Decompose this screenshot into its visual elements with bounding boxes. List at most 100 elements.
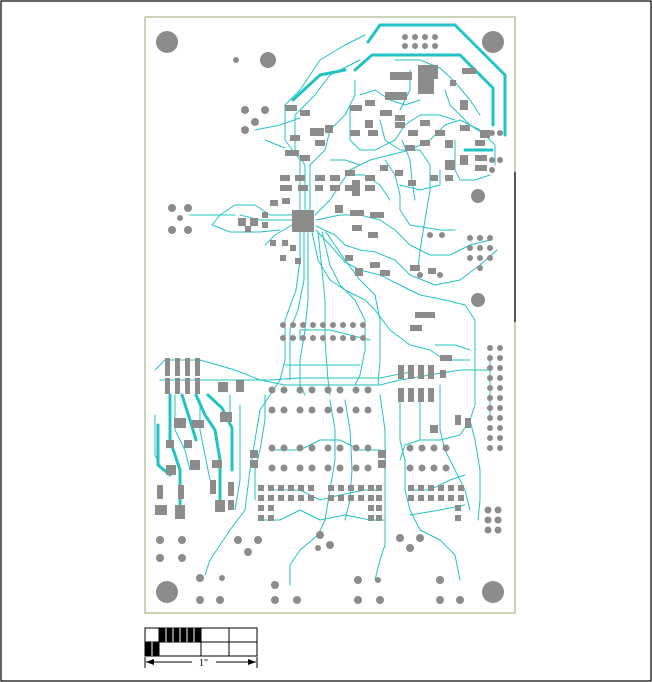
smd-pad xyxy=(258,495,264,501)
smd-pad xyxy=(330,185,340,191)
via-pad xyxy=(300,335,306,341)
smd-pad xyxy=(185,358,190,376)
smd-pad xyxy=(428,388,434,402)
via-pad xyxy=(280,464,288,472)
microcontroller-ic xyxy=(292,210,314,232)
smd-pad xyxy=(258,515,264,521)
smd-pad xyxy=(365,100,375,106)
via-pad xyxy=(412,43,418,49)
via-pad xyxy=(487,425,493,431)
smd-pad xyxy=(365,185,375,191)
via-pad xyxy=(352,386,360,394)
mounting-hole xyxy=(471,189,485,203)
via-pad xyxy=(484,506,492,514)
smd-pad xyxy=(475,140,485,146)
via-pad xyxy=(271,596,279,604)
via-pad xyxy=(296,464,304,472)
via-pad xyxy=(487,255,493,261)
via-pad xyxy=(364,444,372,452)
via-pad xyxy=(489,167,495,173)
scale-bar: 1" xyxy=(144,627,258,669)
smd-pad xyxy=(370,262,380,268)
smd-pad xyxy=(290,245,296,251)
via-pad xyxy=(497,445,503,451)
via-pad xyxy=(340,322,346,328)
smd-pad xyxy=(310,128,324,136)
via-pad xyxy=(477,245,483,251)
smd-pad xyxy=(352,180,360,196)
via-pad xyxy=(156,554,164,562)
via-pad xyxy=(487,445,493,451)
smd-pad xyxy=(376,505,382,511)
via-pad xyxy=(477,265,483,271)
smd-pad xyxy=(315,185,323,191)
via-pad xyxy=(497,130,503,136)
smd-pad xyxy=(335,205,343,213)
smd-pad xyxy=(378,450,386,458)
via-pad xyxy=(354,576,362,584)
via-pad xyxy=(442,464,450,472)
smd-pad xyxy=(395,115,405,121)
via-pad xyxy=(432,43,438,49)
via-pad xyxy=(497,345,503,351)
smd-pad xyxy=(445,140,453,148)
via-pad xyxy=(360,335,366,341)
via-pad xyxy=(268,444,276,452)
smd-pad xyxy=(438,485,444,491)
via-pad xyxy=(177,215,183,221)
smd-pad xyxy=(278,485,284,491)
smd-pad xyxy=(345,170,355,176)
trace xyxy=(299,329,371,341)
smd-pad xyxy=(338,495,344,501)
smd-pad xyxy=(418,495,424,501)
trace xyxy=(379,119,431,271)
smd-pad xyxy=(460,100,468,110)
via-pad xyxy=(324,444,332,452)
via-pad xyxy=(436,576,444,584)
trace xyxy=(254,394,266,501)
smd-pad xyxy=(418,485,424,491)
via-pad xyxy=(487,355,493,361)
via-pad xyxy=(290,322,296,328)
via-pad xyxy=(364,464,372,472)
trace xyxy=(399,399,461,581)
via-pad xyxy=(484,516,492,524)
via-pad xyxy=(487,385,493,391)
via-pad xyxy=(330,335,336,341)
via-pad xyxy=(352,406,360,414)
via-pad xyxy=(352,444,360,452)
via-pad xyxy=(406,444,414,452)
smd-pad xyxy=(418,65,438,79)
power-trace xyxy=(366,23,507,137)
smd-pad xyxy=(308,495,314,501)
via-pad xyxy=(497,385,503,391)
via-pad xyxy=(487,365,493,371)
via-pad xyxy=(324,386,332,394)
smd-pad xyxy=(215,500,225,512)
smd-pad xyxy=(465,418,471,428)
smd-pad xyxy=(370,212,384,218)
power-trace xyxy=(353,53,495,127)
via-pad xyxy=(497,425,503,431)
via-pad xyxy=(320,335,326,341)
via-pad xyxy=(489,157,495,163)
via-pad xyxy=(241,106,249,114)
trace xyxy=(269,439,381,451)
smd-pad xyxy=(420,120,430,126)
via-pad xyxy=(296,406,304,414)
smd-pad xyxy=(192,420,204,428)
via-pad xyxy=(376,596,384,604)
smd-pad xyxy=(175,505,185,519)
via-pad xyxy=(487,415,493,421)
via-pad xyxy=(364,386,372,394)
trace xyxy=(344,399,353,521)
via-pad xyxy=(497,375,503,381)
smd-pad xyxy=(428,365,434,379)
smd-pad xyxy=(270,200,278,206)
via-pad xyxy=(310,322,316,328)
smd-pad xyxy=(185,378,190,394)
smd-pad xyxy=(174,418,186,428)
trace xyxy=(325,231,381,386)
smd-pad xyxy=(300,155,310,161)
smd-pad xyxy=(218,382,228,392)
